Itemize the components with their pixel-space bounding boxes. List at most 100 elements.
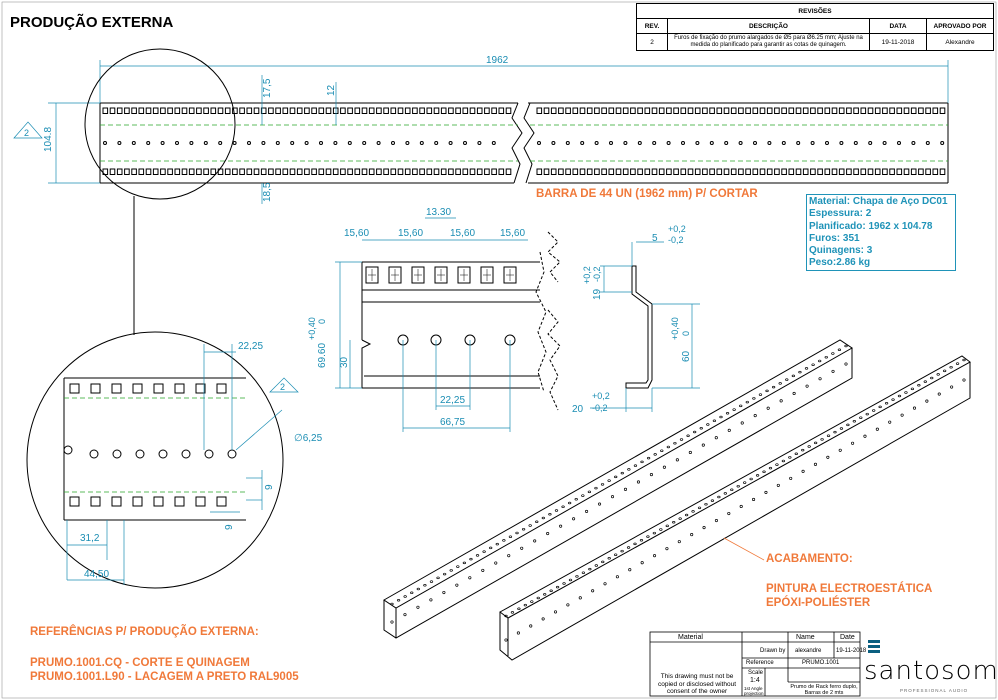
square-hole	[434, 266, 448, 284]
square-hole	[111, 383, 122, 394]
square-hole	[275, 168, 281, 175]
iso-hole	[489, 546, 493, 550]
square-hole	[498, 168, 505, 175]
profile-60-tol-plus: +0,40	[670, 317, 680, 340]
iso-hole	[504, 638, 508, 642]
detail-dim-31-2: 31,2	[80, 533, 100, 544]
hole-center-mark	[391, 269, 399, 281]
square-hole	[412, 107, 418, 114]
square-hole	[145, 107, 152, 114]
iso-hole	[930, 376, 934, 380]
round-hole	[146, 141, 151, 145]
round-hole	[551, 141, 556, 145]
square-hole	[910, 107, 917, 114]
iso-hole	[516, 631, 520, 635]
square-hole	[132, 383, 143, 394]
square-hole	[253, 107, 260, 114]
detail-dim-9a: 9	[264, 484, 275, 490]
round-hole	[940, 141, 945, 145]
iso-hole	[591, 589, 595, 593]
iso-hole	[851, 441, 855, 445]
iso-hole	[710, 499, 715, 502]
iso-hole	[758, 393, 763, 396]
round-hole	[609, 141, 613, 145]
iso-hole	[541, 516, 545, 520]
detail-dim-22-25: 22,25	[238, 341, 263, 352]
iso-hole	[429, 580, 434, 583]
square-hole	[102, 107, 109, 114]
square-hole	[152, 168, 159, 175]
iso-hole	[553, 610, 558, 614]
front-dim-22-25: 22,25	[440, 395, 465, 406]
title-block	[649, 631, 880, 697]
square-hole	[846, 168, 852, 175]
square-hole	[124, 168, 130, 175]
iso-hole	[603, 582, 607, 586]
square-hole	[824, 107, 831, 114]
iso-hole	[838, 448, 842, 452]
iso-hole	[546, 531, 550, 536]
square-hole	[817, 168, 823, 175]
dim-12: 12	[326, 84, 337, 96]
square-hole	[622, 107, 629, 114]
square-hole	[216, 496, 227, 507]
iso-hole	[559, 524, 563, 528]
hole-center-mark	[414, 269, 422, 281]
square-hole	[476, 107, 483, 114]
square-hole	[383, 107, 389, 114]
square-hole	[846, 107, 852, 114]
round-hole	[463, 141, 467, 145]
iso-hole	[739, 404, 743, 408]
square-hole	[138, 168, 145, 175]
round-hole	[181, 449, 191, 459]
iso-hole	[755, 474, 760, 477]
square-hole	[838, 168, 845, 175]
iso-hole	[462, 561, 467, 565]
square-hole	[925, 168, 931, 175]
square-hole	[167, 107, 173, 114]
iso-hole	[925, 399, 929, 403]
round-hole	[218, 141, 223, 145]
dim-17-5: 17,5	[262, 78, 273, 98]
iso-hole	[766, 406, 770, 410]
iso-hole	[554, 509, 559, 512]
square-hole	[824, 168, 831, 175]
iso-hole	[872, 409, 876, 412]
iso-hole	[699, 427, 703, 430]
square-hole	[484, 107, 490, 114]
square-hole	[860, 168, 867, 175]
profile-dim-5: 5	[652, 233, 658, 244]
square-hole	[153, 383, 164, 394]
square-hole	[558, 168, 564, 175]
iso-hole	[533, 539, 537, 543]
square-hole	[774, 107, 780, 114]
references-line1: PRUMO.1001.CQ - CORTE E QUINAGEM	[30, 657, 250, 669]
square-hole	[217, 107, 224, 114]
square-hole	[766, 107, 773, 114]
iso-hole	[482, 550, 486, 553]
front-pitch-1: 15,60	[344, 228, 369, 239]
rev-approved: Alexandre	[926, 33, 994, 51]
round-hole	[112, 449, 122, 459]
square-hole	[565, 107, 571, 114]
square-hole	[608, 107, 615, 114]
square-hole	[188, 168, 195, 175]
square-hole	[932, 107, 939, 114]
iso-hole	[936, 373, 940, 376]
iso-hole	[549, 589, 553, 593]
square-hole	[939, 168, 946, 175]
hole-center-mark	[437, 269, 445, 281]
square-hole	[311, 168, 317, 175]
round-hole	[103, 141, 107, 145]
profile-dim-60: 60	[681, 350, 692, 362]
iso-hole	[677, 540, 681, 544]
square-hole	[673, 107, 679, 114]
iso-hole	[690, 533, 694, 537]
square-hole	[491, 107, 497, 114]
iso-hole	[660, 449, 664, 452]
round-hole	[204, 449, 214, 459]
square-hole	[246, 168, 253, 175]
iso-hole	[626, 546, 631, 549]
iso-hole	[691, 510, 695, 513]
square-hole	[203, 168, 209, 175]
